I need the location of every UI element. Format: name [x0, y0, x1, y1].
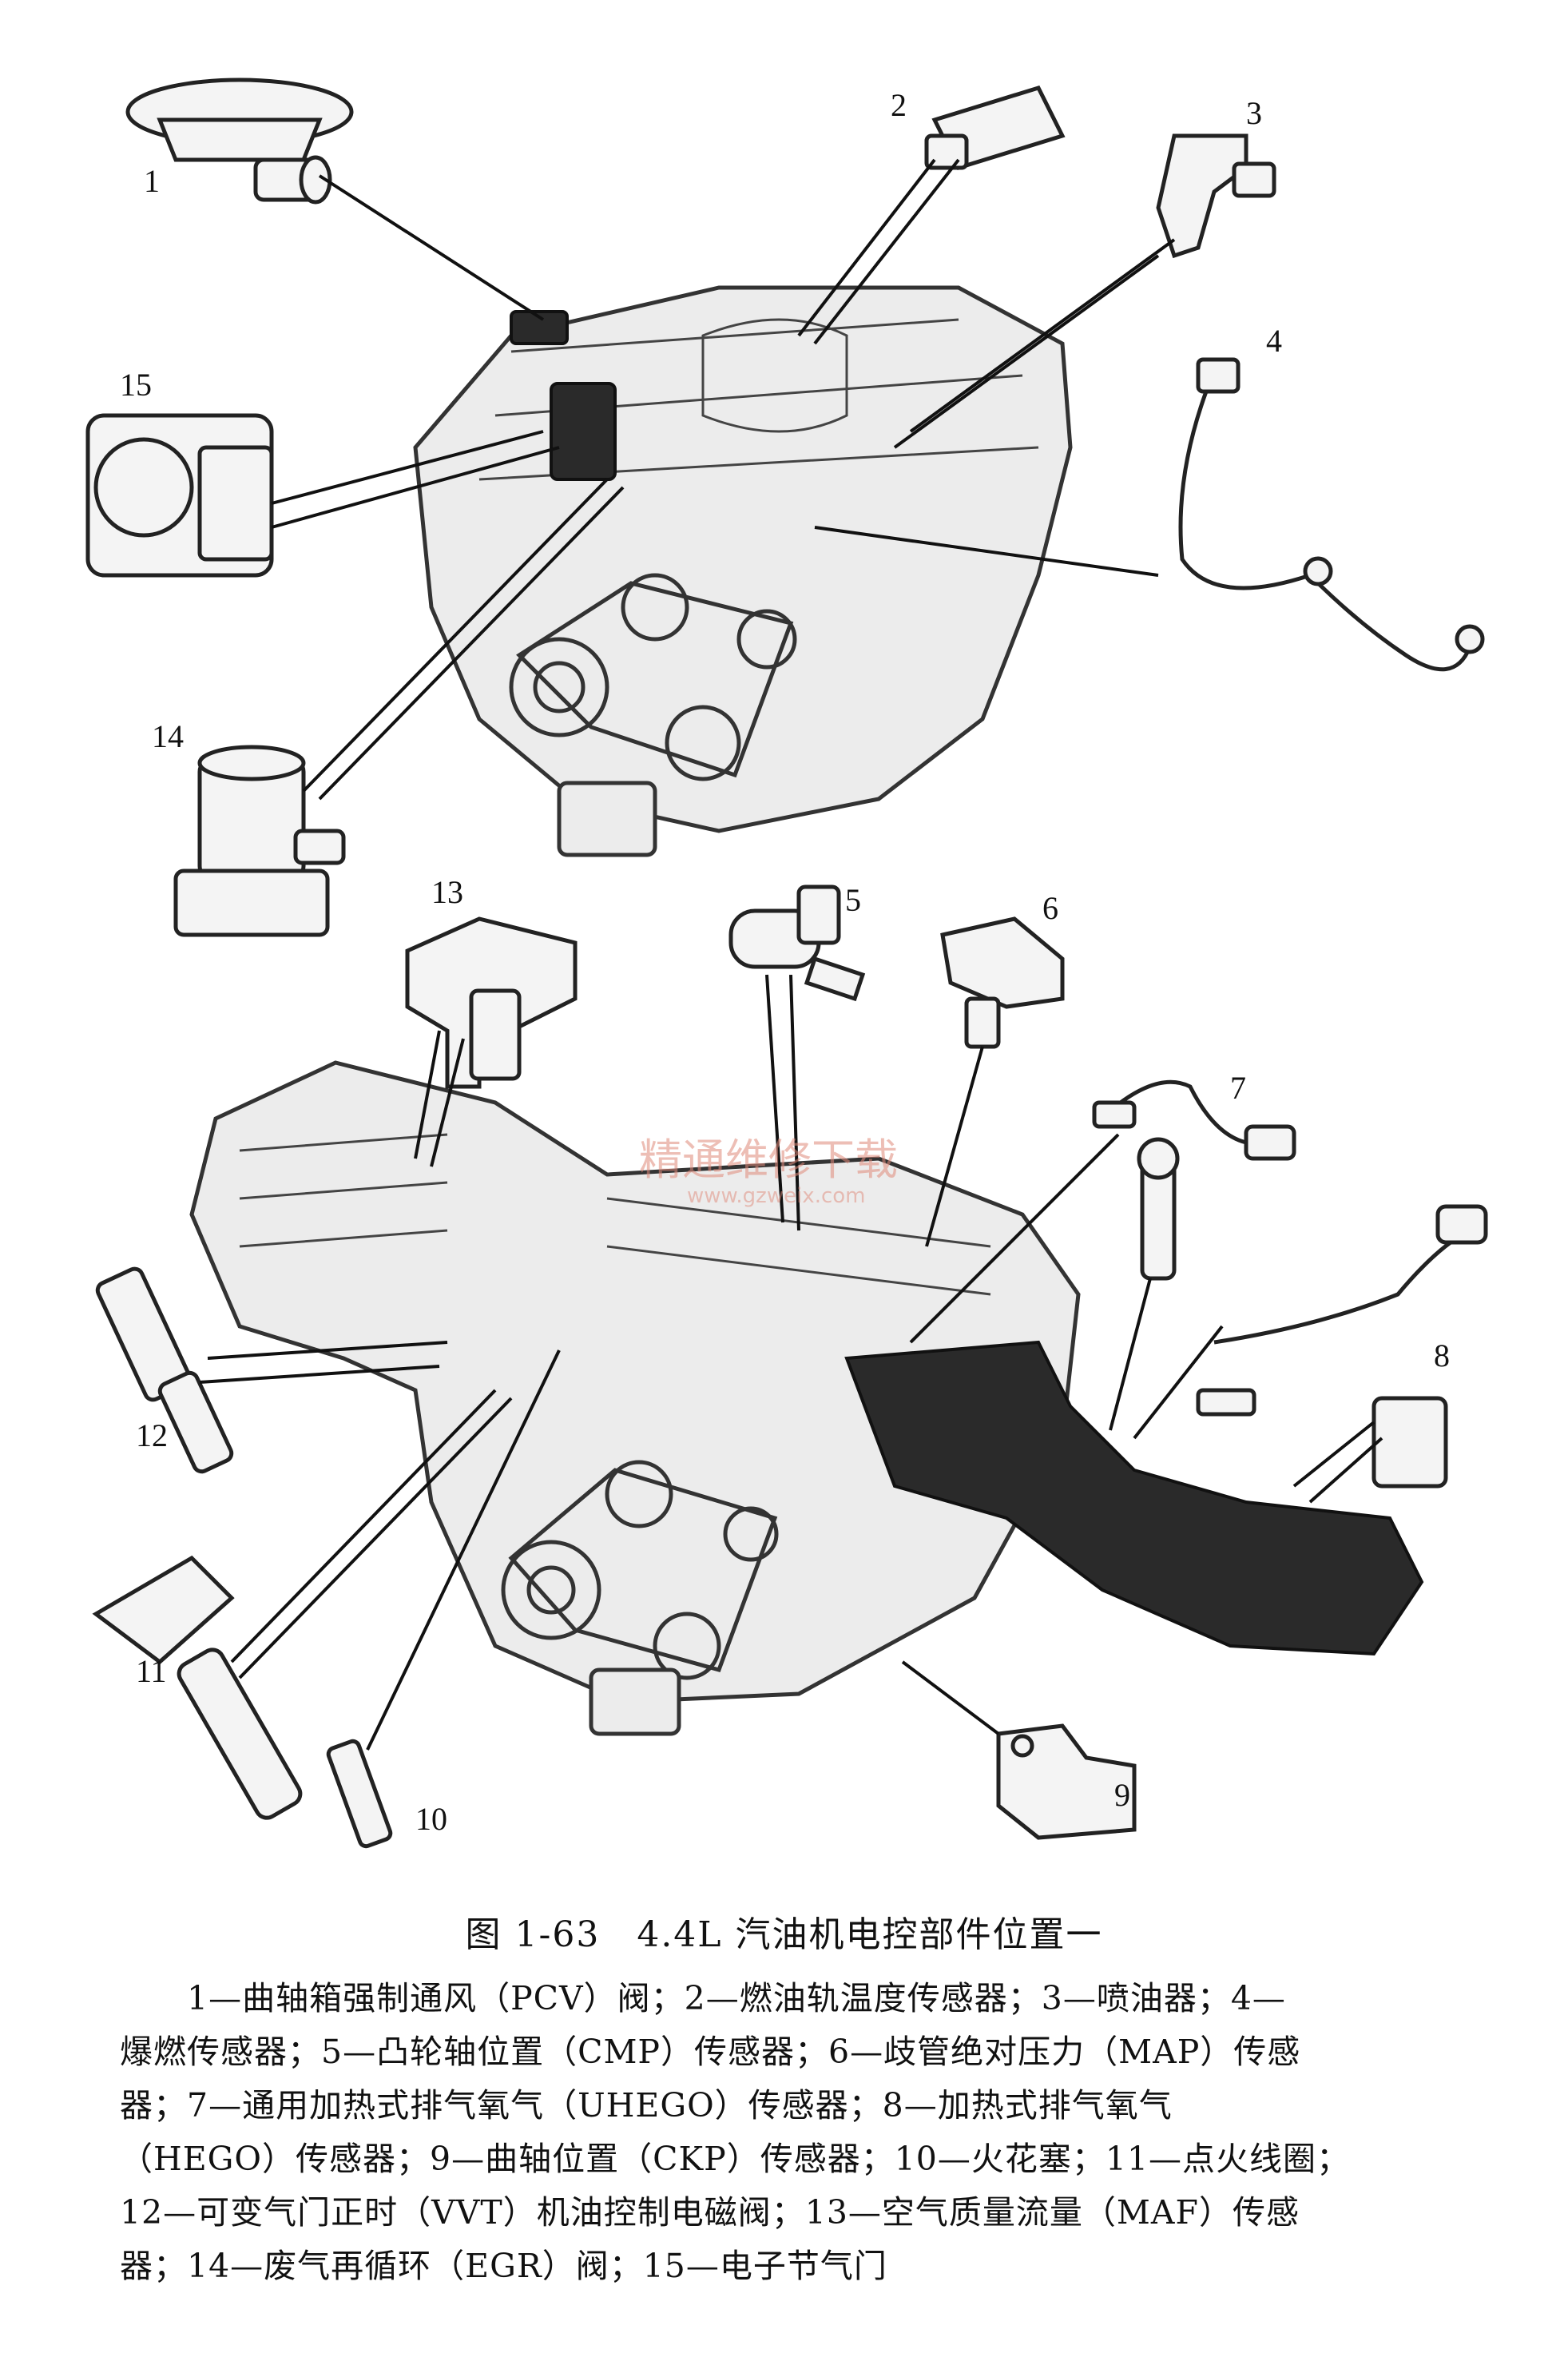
callout-10: 10 [415, 1801, 447, 1837]
legend-line: 1—曲轴箱强制通风（PCV）阀；2—燃油轨温度传感器；3—喷油器；4— [187, 1979, 1286, 2017]
callout-13: 13 [431, 874, 463, 910]
callout-3: 3 [1246, 95, 1262, 131]
ckp-sensor-part [996, 1723, 1137, 1840]
map-sensor-part [940, 916, 1065, 1049]
legend-line: 器；14—废气再循环（EGR）阀；15—电子节气门 [120, 2247, 887, 2285]
uhego-sensor-part [1092, 1079, 1296, 1281]
hego-sensor-part [1196, 1204, 1488, 1489]
fuel-rail-temp-sensor-part [924, 85, 1066, 171]
fuel-injector-part [1156, 133, 1276, 259]
leader-lines [199, 158, 1383, 1751]
callout-4: 4 [1266, 323, 1282, 359]
callout-9: 9 [1114, 1777, 1130, 1813]
callout-11: 11 [136, 1653, 167, 1689]
callout-15: 15 [120, 367, 152, 403]
legend-line: 器；7—通用加热式排气氧气（UHEGO）传感器；8—加热式排气氧气 [120, 2086, 1173, 2125]
cmp-sensor-part [728, 884, 866, 1002]
spark-plug-part [326, 1739, 393, 1849]
vvt-solenoid-part [95, 1266, 234, 1474]
figure-caption: 图 1-63 4.4L 汽油机电控部件位置一 [465, 1914, 1103, 1955]
callout-1: 1 [144, 163, 160, 199]
ignition-coil-part [92, 1555, 303, 1820]
upper-engine-illustration [413, 285, 1073, 857]
legend-line: （HEGO）传感器；9—曲轴位置（CKP）传感器；10—火花塞；11—点火线圈； [120, 2140, 1351, 2178]
watermark-text: 精通维修下载 [639, 1135, 898, 1185]
engine-component-diagram: 精通维修下载 www.gzweix.com 1 2 3 4 5 6 7 8 9 … [85, 78, 1488, 1849]
pcv-valve-part [125, 78, 354, 205]
watermark-url: www.gzweix.com [687, 1184, 866, 1208]
electronic-throttle-part [85, 413, 274, 578]
callout-12: 12 [136, 1417, 168, 1453]
maf-sensor-part [405, 916, 578, 1089]
callout-labels: 1 2 3 4 5 6 7 8 9 10 11 12 13 14 15 [120, 87, 1450, 1837]
egr-valve-part [173, 745, 346, 937]
callout-5: 5 [845, 882, 861, 918]
figure-legend: 1—曲轴箱强制通风（PCV）阀；2—燃油轨温度传感器；3—喷油器；4— 爆燃传感… [120, 1972, 1478, 2293]
callout-7: 7 [1230, 1070, 1246, 1106]
callout-14: 14 [152, 718, 184, 754]
callout-2: 2 [891, 87, 907, 123]
callout-6: 6 [1042, 890, 1058, 926]
lower-engine-illustration [189, 1060, 1424, 1736]
legend-line: 爆燃传感器；5—凸轮轴位置（CMP）传感器；6—歧管绝对压力（MAP）传感 [120, 2033, 1301, 2071]
callout-8: 8 [1434, 1338, 1450, 1373]
knock-sensor-part [1178, 357, 1485, 672]
legend-line: 12—可变气门正时（VVT）机油控制电磁阀；13—空气质量流量（MAF）传感 [120, 2193, 1300, 2232]
